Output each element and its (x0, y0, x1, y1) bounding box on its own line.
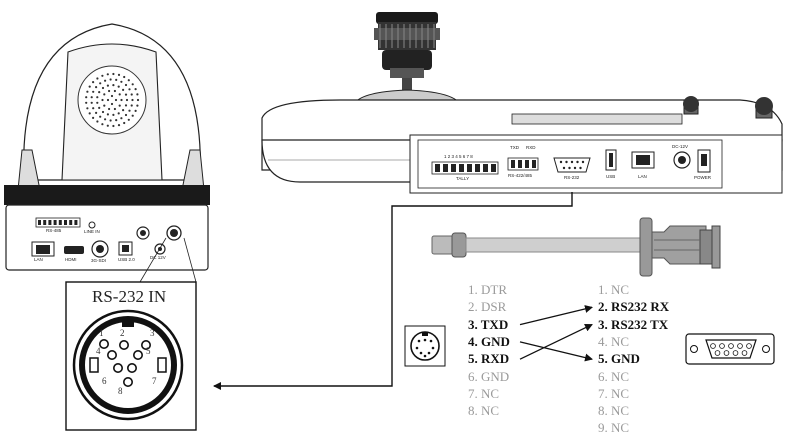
controller-rxd-label: RXD (526, 145, 536, 150)
mini-din-pin-8 (123, 376, 134, 387)
mini-din-pin-3 (141, 339, 152, 350)
db9-pin-4: 4. NC (598, 333, 630, 349)
mini-din-pin-2: 2. DSR (468, 299, 507, 315)
pin-wiring (519, 305, 593, 362)
rs232-cable (431, 217, 721, 277)
mini-din-pin-number: 7 (152, 376, 157, 386)
mini-din-small-pinout (404, 325, 446, 367)
mini-din-pin-1: 1. DTR (468, 282, 507, 297)
camera-dip-switch (35, 217, 81, 228)
controller-tally-label: TALLY (456, 176, 470, 181)
wire-line (519, 305, 593, 326)
controller-right-knobs (683, 96, 773, 119)
controller-tally-pin-numbers: 1 2 3 4 5 6 7 8 (444, 154, 473, 159)
mini-din-pin-7 (127, 362, 138, 373)
mini-din-pin-5 (133, 349, 144, 360)
mini-din-pin-8: 8. NC (468, 403, 500, 419)
mini-din-pin-number: 6 (102, 376, 107, 386)
mini-din-pin-number: 1 (99, 328, 104, 338)
controller-power-label: POWER (694, 175, 712, 180)
mini-din-8-connector (72, 309, 184, 421)
mini-din-pin-7: 7. NC (468, 385, 500, 401)
camera-lan-label: LAN (34, 257, 43, 262)
controller-usb-label: USB (606, 174, 616, 179)
controller-rs232-label: RS-232 (564, 175, 580, 180)
mini-din-pin-4: 4. GND (468, 333, 510, 349)
wire-line (519, 341, 593, 362)
controller-txd-label: TXD (510, 145, 519, 150)
mini-din-pin-5: 5. RXD (468, 351, 510, 367)
mini-din-pin-2 (119, 339, 130, 350)
connection-leader-line (213, 192, 573, 390)
mini-din-pin-6: 6. GND (468, 368, 510, 384)
db9-plug-end (639, 217, 721, 277)
db9-pin-5: 5. GND (598, 351, 640, 367)
wire-line (519, 324, 593, 360)
db9-pin-8: 8. NC (598, 403, 630, 419)
mini-din-pin-6 (113, 362, 124, 373)
db9-pin-3: 3. RS232 TX (598, 316, 669, 332)
camera-line-in-label: LINE IN (84, 229, 100, 234)
camera-usb-label: USB 2.0 (118, 257, 135, 262)
controller-dc-label: DC-12V (672, 144, 689, 149)
camera-rs485-label: RS-485 (46, 228, 62, 233)
joystick (351, 12, 463, 111)
db9-pin-9: 9. NC (598, 420, 630, 436)
db9-pin-6: 6. NC (598, 368, 630, 384)
mini-din-pin-4 (107, 349, 118, 360)
mini-din-pin-3: 3. TXD (468, 316, 509, 332)
ptz-controller (261, 12, 783, 194)
mini-din-pin-number: 8 (118, 386, 123, 396)
camera-dc-label: DC 12V (150, 255, 166, 260)
controller-lan-label: LAN (638, 174, 647, 179)
controller-rs422-label: RS-422/485 (508, 173, 533, 178)
mini-din-pin-1 (99, 338, 110, 349)
mini-din-pin-number: 3 (150, 328, 155, 338)
camera-sdi-label: 3G-SDI (91, 258, 107, 263)
ptz-camera (4, 23, 210, 271)
mini-din-plug-end (431, 232, 467, 258)
rs232-in-title: RS-232 IN (92, 287, 167, 306)
db9-pin-7: 7. NC (598, 385, 630, 401)
camera-hdmi-label: HDMI (65, 257, 77, 262)
mini-din-pin-number: 5 (146, 346, 151, 356)
db9-pin-1: 1. NC (598, 282, 630, 297)
db9-pinout (685, 333, 775, 365)
db9-pin-2: 2. RS232 RX (598, 299, 670, 315)
mini-din-pin-number: 2 (120, 328, 125, 338)
mini-din-pin-number: 4 (96, 346, 101, 356)
